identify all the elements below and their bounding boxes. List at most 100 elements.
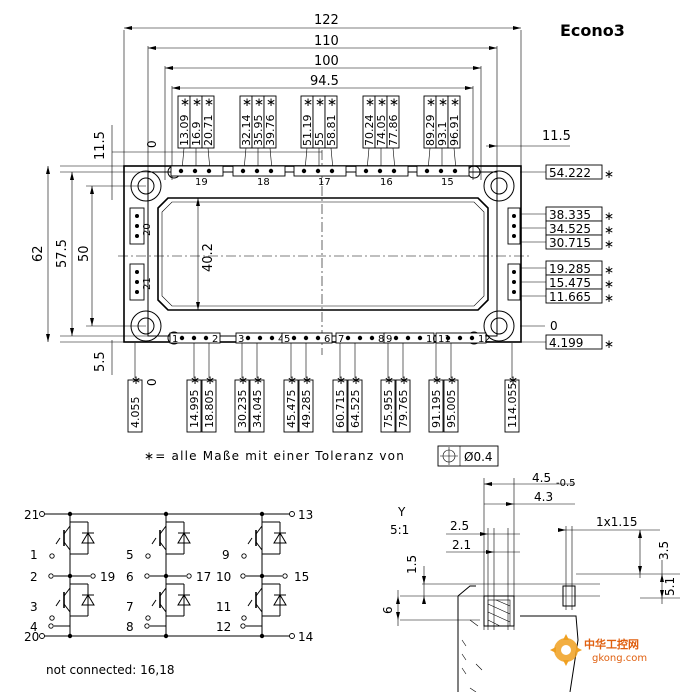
pin-dot [291, 335, 297, 341]
right-value-label: 19.285 [549, 262, 591, 276]
pin-dot [301, 168, 307, 174]
junction-dot [259, 633, 265, 639]
tolerance-star: ∗ [604, 223, 614, 237]
bottom-value-label: 14.995 [188, 390, 201, 429]
bottom-pin-number: 10 [426, 334, 439, 345]
bottom-pin-number: 1 [172, 334, 178, 345]
left-dimension-lines [46, 125, 322, 375]
pin-dot [268, 168, 274, 174]
bottom-value-label: 79.765 [397, 390, 410, 429]
sch-pin-20: 20 [24, 630, 39, 644]
pin-dot [329, 168, 335, 174]
gate-lead [247, 537, 253, 545]
not-connected-note: not connected: 16,18 [46, 663, 175, 677]
terminal [49, 615, 55, 621]
igbt-emitter [63, 603, 71, 613]
top-dimension-lines [123, 26, 522, 180]
sch-pin-2: 2 [30, 570, 38, 584]
bottom-value-label: 95.005 [445, 390, 458, 429]
gate-lead [151, 599, 157, 607]
detail-label: Y [397, 505, 406, 519]
top-pin-number: 19 [195, 177, 208, 188]
pin-dot [254, 168, 260, 174]
sch-pin-21: 21 [24, 508, 39, 522]
sch-pin-4: 4 [30, 620, 38, 634]
tolerance-star: ∗ [351, 373, 361, 387]
tolerance-star: ∗ [327, 95, 337, 109]
side-pin-20: 20 [142, 223, 153, 236]
detail-dim-tol: -0.5 [556, 478, 576, 489]
detail-dim-1x1-15: 1x1.15 [596, 515, 637, 529]
igbt-collector [255, 525, 263, 535]
terminal [240, 623, 246, 629]
junction-dot [67, 511, 73, 517]
top-value-label: 93.1 [436, 122, 449, 147]
bottom-value-label: 114.055 [506, 383, 519, 429]
pin-dot [192, 168, 198, 174]
detail-dim-2-1: 2.1 [452, 538, 471, 552]
right-value-label: 11.665 [549, 290, 591, 304]
tolerance-star: ∗ [389, 95, 399, 109]
gate-lead [247, 599, 253, 607]
bottom-pin-number: 2 [212, 334, 218, 345]
pin-dot [315, 335, 321, 341]
dim-50: 50 [77, 245, 92, 262]
bottom-value-box [380, 379, 396, 433]
pin-dot [303, 335, 309, 341]
bottom-pin-number: 9 [386, 334, 392, 345]
tolerance-star: ∗ [604, 337, 614, 351]
right-zero: 0 [550, 319, 558, 333]
right-value-label: 38.335 [549, 208, 591, 222]
bottom-pin-number: 7 [338, 334, 344, 345]
tolerance-star: ∗ [399, 373, 409, 387]
dim-57-5: 57.5 [55, 239, 70, 268]
bottom-value-label: 30.235 [236, 390, 249, 429]
pin-dot [391, 168, 397, 174]
zero-top: 0 [145, 140, 159, 148]
terminal [145, 553, 151, 559]
igbt-emitter [255, 541, 263, 551]
bottom-value-box [428, 379, 444, 433]
watermark-logo [550, 634, 582, 666]
diode-icon [177, 532, 191, 544]
right-11-5-dimension [486, 144, 570, 148]
pin-dot [363, 168, 369, 174]
pin-dot [315, 168, 321, 174]
igbt-collector [159, 525, 167, 535]
bottom-value-label: 34.045 [251, 390, 264, 429]
junction-dot [67, 633, 73, 639]
pin-dot [269, 335, 275, 341]
detail-dim-4-5: 4.5 [532, 471, 551, 485]
bottom-value-box [249, 379, 265, 433]
top-value-label: 13.09 [178, 115, 191, 147]
sch-pin-14: 14 [298, 630, 313, 644]
right-value-label: 54.222 [549, 166, 591, 180]
sch-pin-17: 17 [196, 570, 211, 584]
tolerance-star: ∗ [266, 95, 276, 109]
bottom-value-box [234, 379, 250, 433]
pin-dot [393, 335, 399, 341]
bottom-value-box [186, 379, 202, 433]
tolerance-star: ∗ [287, 373, 297, 387]
sch-pin-8: 8 [126, 620, 134, 634]
terminal [240, 573, 246, 579]
tolerance-star: ∗ [131, 373, 141, 387]
bottom-value-box [347, 379, 363, 433]
tolerance-star: ∗ [238, 373, 248, 387]
igbt-emitter [159, 541, 167, 551]
tolerance-star: ∗ [205, 373, 215, 387]
top-value-label: 58.81 [325, 115, 338, 147]
pin-dot [240, 168, 246, 174]
tolerance-star: ∗ [242, 95, 252, 109]
dim-100: 100 [314, 54, 339, 69]
top-value-label: 77.86 [387, 115, 400, 147]
tolerance-value: Ø0.4 [464, 450, 493, 464]
bottom-value-box [504, 379, 520, 433]
bottom-pin-number: 5 [284, 334, 290, 345]
sch-pin-12: 12 [216, 620, 231, 634]
sch-pin-15: 15 [294, 570, 309, 584]
pin-dot [179, 335, 185, 341]
